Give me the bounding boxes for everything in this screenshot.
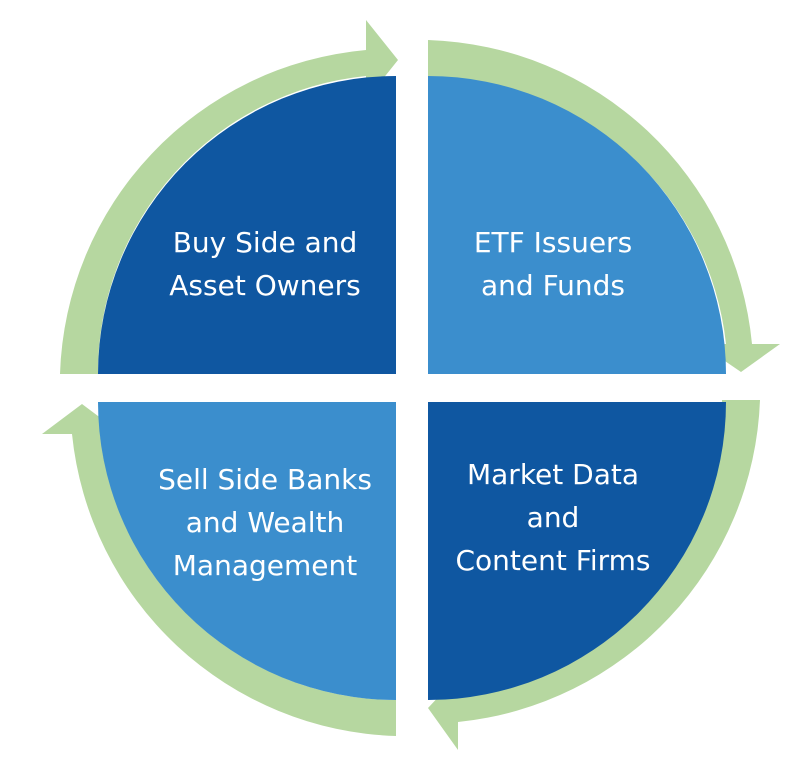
label-line: ETF Issuers [473, 226, 633, 259]
label-line: and Wealth [185, 506, 345, 539]
ring-arrow-top-to-right [428, 40, 780, 372]
quadrants [98, 76, 726, 700]
label-line: Asset Owners [169, 269, 361, 302]
quadrant-label-top-left: Buy Side and Asset Owners [130, 221, 400, 307]
label-line: and [526, 501, 580, 534]
ring-arrow-bottom-to-left [42, 404, 396, 736]
quadrant-top-right [428, 76, 726, 374]
ring-arrows [42, 20, 780, 750]
label-line: and Funds [480, 269, 625, 302]
quadrant-bottom-left [98, 402, 396, 700]
quadrant-bottom-right [428, 402, 726, 700]
quadrant-label-bottom-right: Market Data and Content Firms [428, 453, 678, 582]
ring-arrow-right-to-bottom [428, 400, 760, 750]
ring-arrow-left-to-top [60, 20, 398, 374]
quadrant-label-bottom-left: Sell Side Banks and Wealth Management [130, 458, 400, 587]
quadrant-label-top-right: ETF Issuers and Funds [428, 221, 678, 307]
label-line: Management [172, 549, 358, 582]
label-line: Market Data [466, 458, 639, 491]
label-line: Buy Side and [172, 226, 358, 259]
label-line: Content Firms [455, 544, 651, 577]
label-line: Sell Side Banks [158, 463, 372, 496]
quadrant-top-left [98, 76, 396, 374]
